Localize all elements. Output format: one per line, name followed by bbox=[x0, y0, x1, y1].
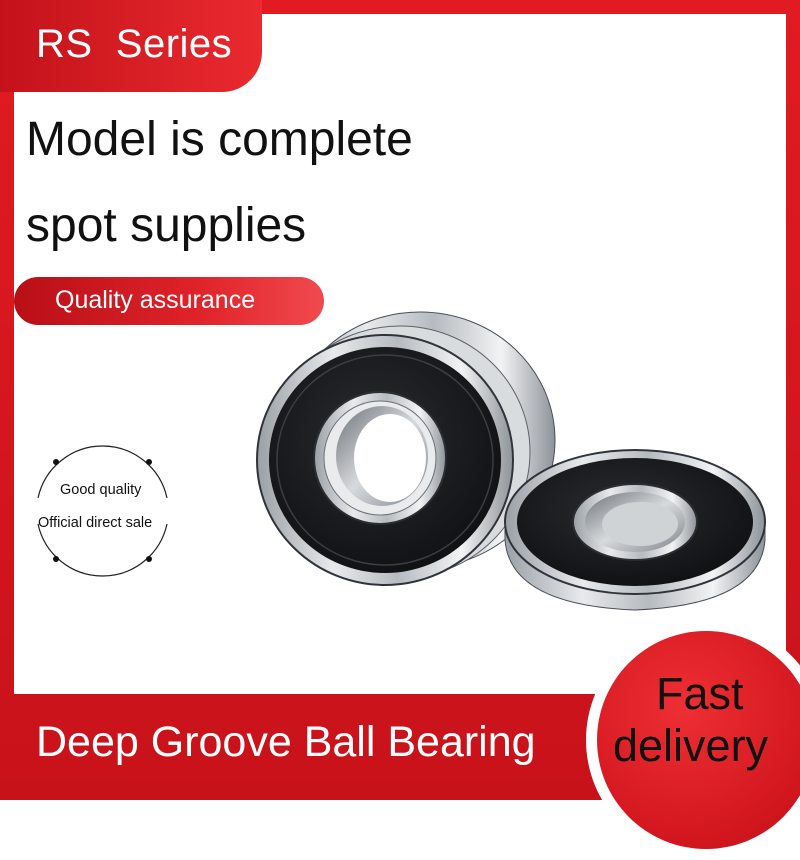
fast-delivery-line-2: delivery bbox=[613, 720, 769, 771]
series-label: RS Series bbox=[36, 22, 233, 66]
bearing-image bbox=[256, 311, 766, 611]
badge-text-official-sale: Official direct sale bbox=[38, 515, 153, 531]
series-tab: RS Series bbox=[0, 0, 262, 92]
product-name: Deep Groove Ball Bearing bbox=[36, 718, 536, 766]
quality-assurance-tag: Quality assurance bbox=[14, 277, 324, 325]
quality-assurance-label: Quality assurance bbox=[55, 286, 256, 314]
quality-badge-icon bbox=[37, 445, 168, 577]
badge-text-good-quality: Good quality bbox=[60, 482, 142, 498]
fast-delivery-line-1: Fast bbox=[656, 668, 744, 719]
headline-line-2: spot supplies bbox=[26, 199, 307, 252]
headline-line-1: Model is complete bbox=[26, 113, 413, 166]
